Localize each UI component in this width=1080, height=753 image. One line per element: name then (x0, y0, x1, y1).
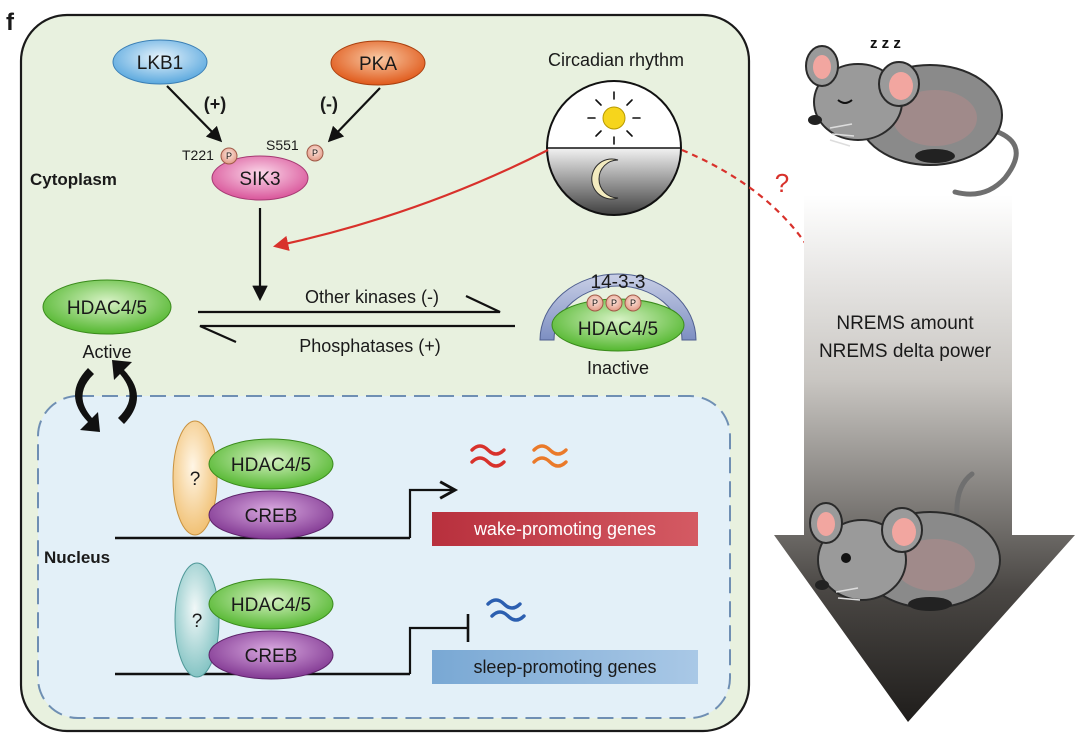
phospho-icon-3 (624, 294, 642, 312)
nrems-delta-label: NREMS delta power (819, 341, 992, 362)
unknown-factor-1-label: ? (190, 469, 201, 490)
t221-site-label: T221 (182, 147, 214, 163)
creb-2 (208, 630, 334, 680)
t221-p-glyph: P (226, 151, 232, 161)
other-kinases-label: Other kinases (-) (305, 287, 439, 307)
phospho-icon-2 (605, 294, 623, 312)
phospho-glyph-1: P (592, 298, 598, 308)
lkb1-node (112, 39, 208, 85)
question-mark: ? (775, 168, 789, 198)
pka-node (330, 40, 426, 86)
hdac-inactive-label: HDAC4/5 (578, 319, 658, 340)
unknown-factor-1 (172, 420, 218, 536)
pka-label: PKA (359, 54, 397, 75)
nuclear-shuttle-icon (75, 360, 137, 432)
creb-2-label: CREB (245, 646, 298, 667)
sik3-node (211, 155, 309, 201)
lkb1-sign: (+) (204, 94, 227, 114)
hdac-nucleus-2 (208, 578, 334, 630)
inactive-complex: 14-3-3 P P P HDAC4/5 (539, 272, 697, 352)
active-state-label: Active (82, 342, 131, 362)
cytoplasm-label: Cytoplasm (30, 170, 117, 189)
sleep-mrna-icon (486, 598, 526, 622)
inactive-state-label: Inactive (587, 358, 649, 378)
sik3-label: SIK3 (239, 169, 280, 190)
nucleus-label: Nucleus (44, 548, 110, 567)
activation-arrow (408, 480, 459, 538)
protein-14-3-3-shape (539, 273, 697, 341)
wake-mrna-icons (470, 444, 568, 468)
awake-mouse-icon (809, 471, 1001, 611)
hdac-nucleus-2-label: HDAC4/5 (231, 595, 311, 616)
circadian-label: Circadian rhythm (548, 50, 684, 70)
phospho-glyph-2: P (611, 298, 617, 308)
s551-site-label: S551 (266, 137, 299, 153)
creb-1 (208, 490, 334, 540)
hdac-nucleus-1-label: HDAC4/5 (231, 455, 311, 476)
pka-to-sik3-arrow (327, 87, 381, 143)
creb-1-label: CREB (245, 506, 298, 527)
s551-phospho-icon (306, 144, 324, 162)
nrems-amount-label: NREMS amount (836, 313, 974, 334)
lkb1-to-sik3-arrow (166, 85, 223, 143)
pka-sign: (-) (320, 94, 338, 114)
phospho-glyph-3: P (630, 298, 636, 308)
phosphatases-label: Phosphatases (+) (299, 336, 441, 356)
hdac-active-node (42, 279, 172, 335)
sleep-genes-label: sleep-promoting genes (473, 657, 656, 677)
wake-genes-label: wake-promoting genes (473, 519, 656, 539)
phospho-icon-1 (586, 294, 604, 312)
protein-14-3-3-label: 14-3-3 (591, 272, 646, 293)
sleep-genes-box (432, 650, 698, 684)
repression-arrow (408, 626, 468, 674)
circadian-to-pathway-arrow (272, 149, 549, 251)
hdac-active-label: HDAC4/5 (67, 298, 147, 319)
nrems-increase-arrow (774, 195, 1075, 722)
lkb1-label: LKB1 (137, 53, 183, 74)
forward-equilibrium-arrow (198, 295, 501, 314)
s551-p-glyph: P (312, 148, 318, 158)
panel-letter: f (6, 9, 15, 36)
reverse-equilibrium-arrow (199, 324, 515, 344)
sleeping-mouse-icon: z z z (805, 35, 1019, 197)
hdac-nucleus-1 (208, 438, 334, 490)
circadian-to-nrems-arrow (681, 148, 837, 301)
unknown-factor-2-label: ? (192, 611, 203, 632)
wake-genes-box (432, 512, 698, 546)
unknown-factor-2 (174, 562, 220, 678)
t221-phospho-icon (220, 147, 238, 165)
svg-text:z z z: z z z (870, 35, 901, 52)
day-night-icon (546, 80, 682, 216)
